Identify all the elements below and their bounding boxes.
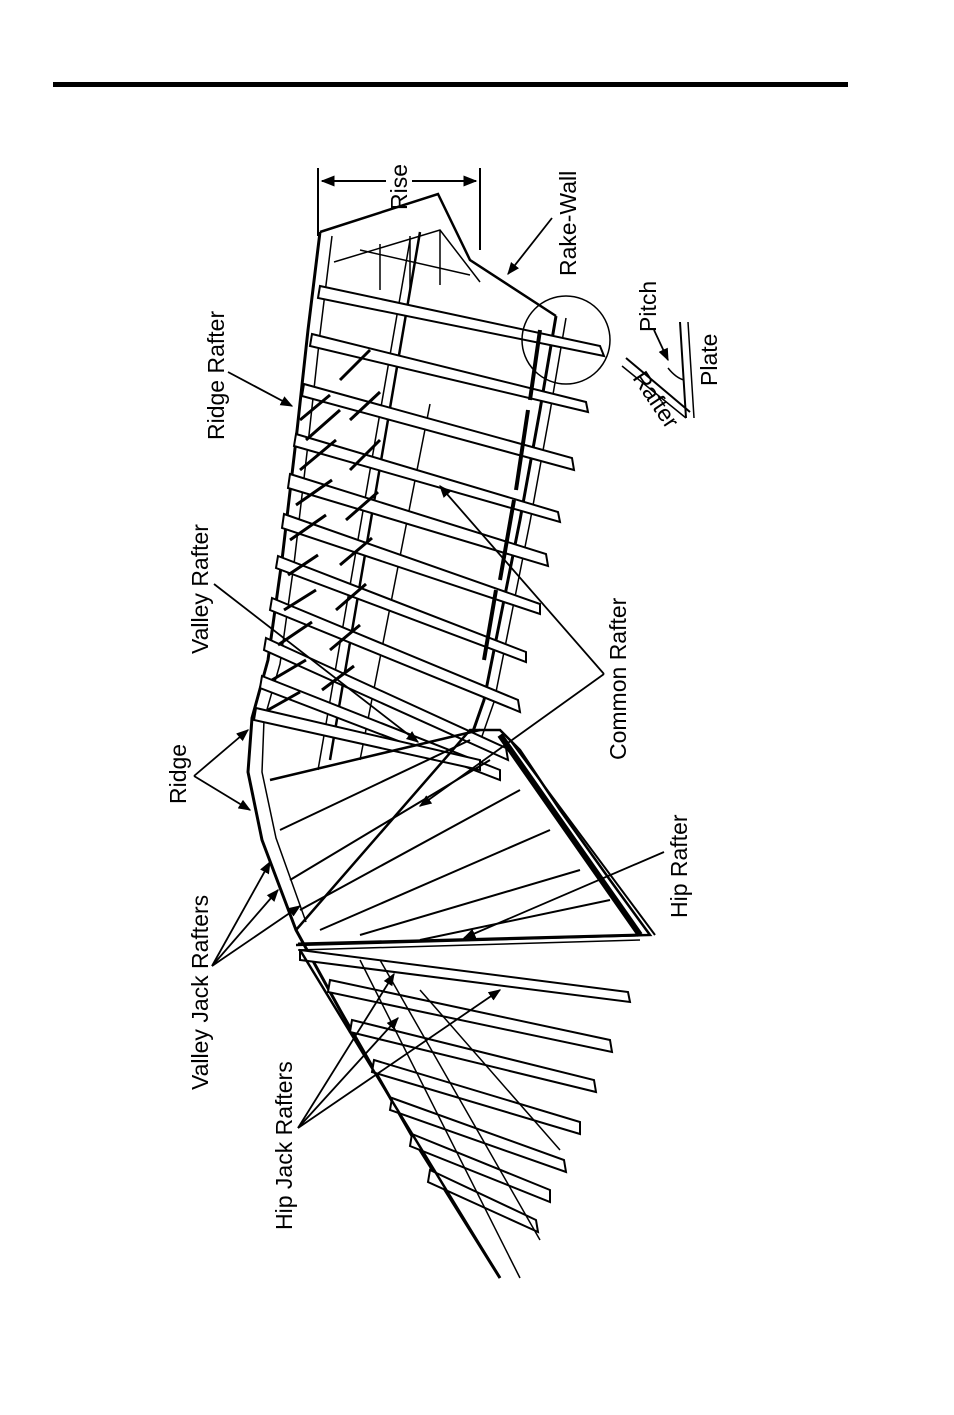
main-plate-hatch: [482, 329, 542, 661]
label-rise: Rise: [386, 164, 412, 210]
label-pitch: Pitch: [635, 281, 661, 332]
label-plate: Plate: [696, 334, 722, 386]
label-hip-jack-rafters: Hip Jack Rafters: [271, 1061, 297, 1230]
label-valley-jack-rafters: Valley Jack Rafters: [187, 895, 213, 1090]
leader-lines: [193, 217, 669, 1129]
label-valley-rafter: Valley Rafter: [187, 524, 213, 654]
label-rake-wall: Rake-Wall: [555, 171, 581, 276]
label-common-rafter: Common Rafter: [605, 597, 631, 760]
pitch-inset: [521, 295, 695, 419]
label-hip-rafter: Hip Rafter: [666, 814, 692, 918]
rafter-shading: [267, 348, 382, 712]
label-ridge-rafter: Ridge Rafter: [203, 311, 229, 440]
rise-label-bg: [386, 168, 412, 196]
label-ridge: Ridge: [165, 744, 191, 804]
hip-roof-framing: [269, 728, 656, 951]
header-rule: [53, 82, 848, 87]
hip-wing-plates: [298, 949, 561, 1279]
hip-jack-rafters: [299, 948, 632, 1234]
common-rafters: [252, 284, 606, 782]
